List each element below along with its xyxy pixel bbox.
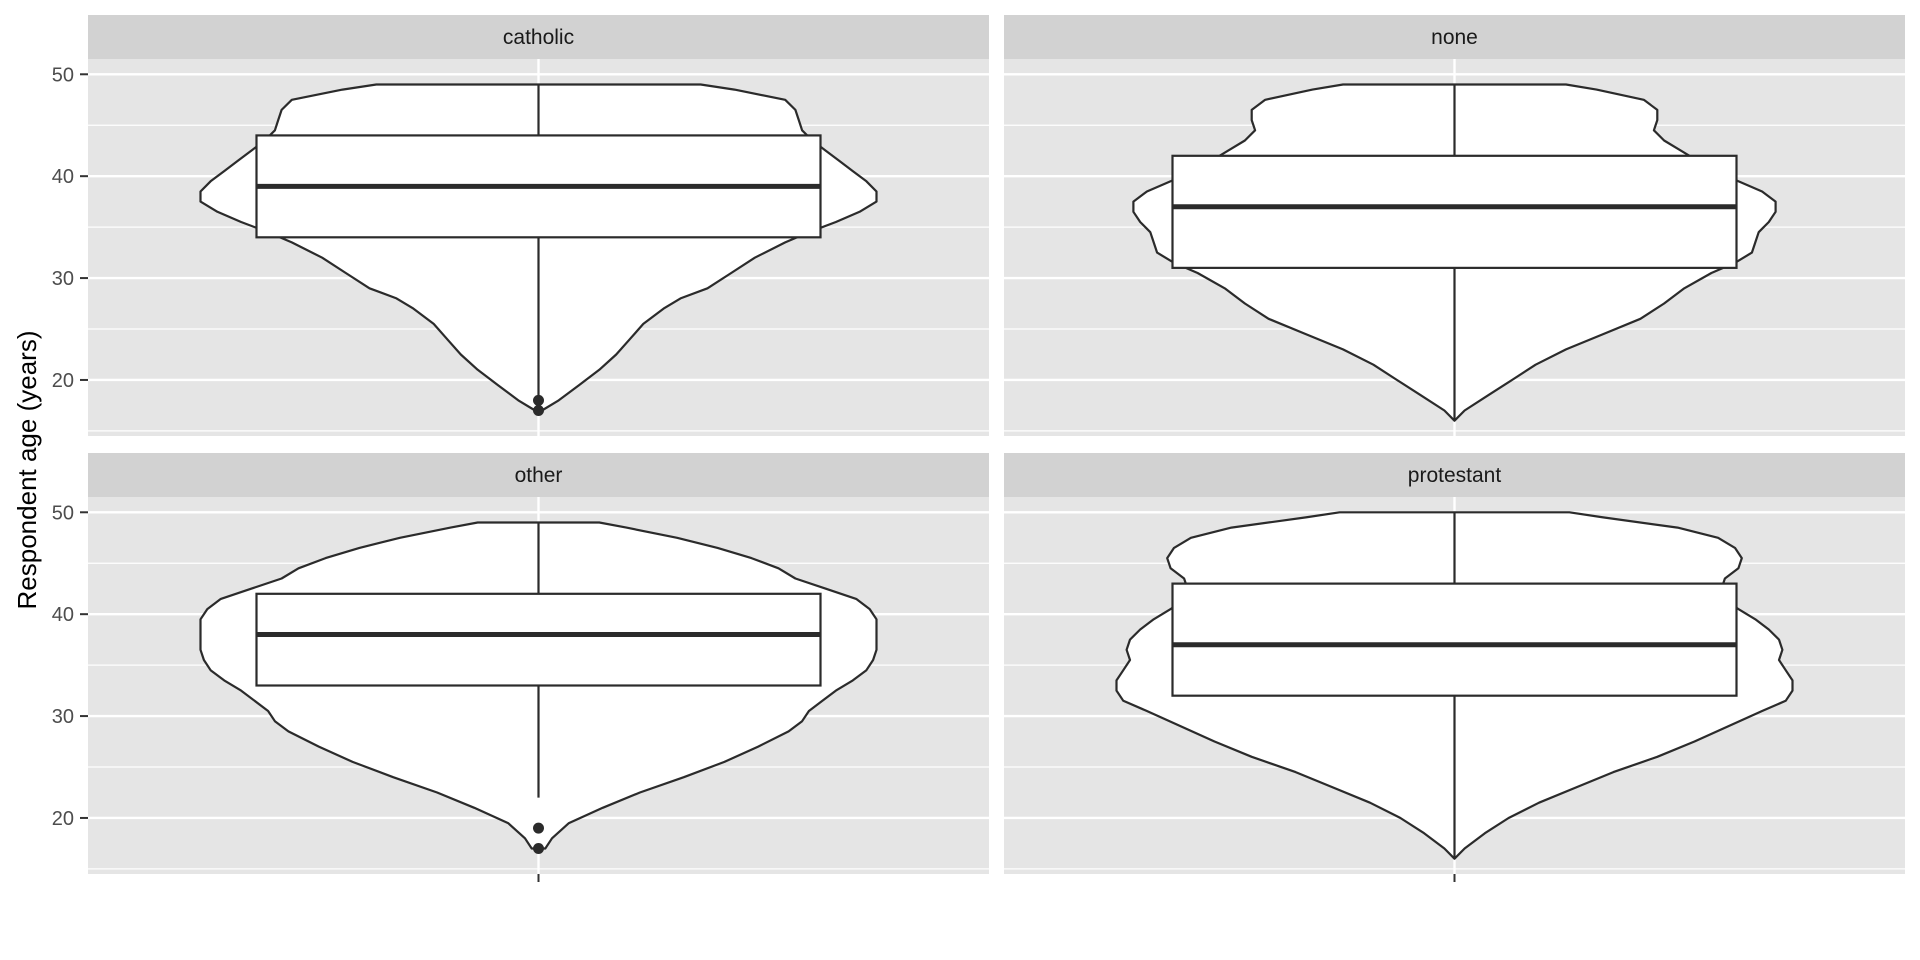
outlier-point [533, 822, 544, 834]
y-axis-title: Respondent age (years) [12, 331, 42, 610]
outlier-point [533, 405, 544, 417]
box-iqr [255, 592, 822, 687]
facet-label: none [1431, 26, 1478, 49]
panel-protestant: protestant [1004, 453, 1905, 882]
panel-catholic: catholic 20 30 40 50 [52, 15, 989, 436]
facet-strip [1004, 15, 1905, 59]
facet-strip [88, 15, 989, 59]
outlier-point [533, 394, 544, 406]
y-tick-label: 50 [52, 64, 74, 86]
box-iqr [1171, 582, 1738, 697]
y-tick-label: 20 [52, 808, 74, 830]
panel-none: none [1004, 15, 1905, 436]
facet-label: catholic [503, 26, 574, 49]
facet-strip [1004, 453, 1905, 497]
panel-other: other 20 30 40 50 [52, 453, 989, 882]
outlier-point [533, 843, 544, 855]
y-tick-label: 50 [52, 502, 74, 524]
y-tick-label: 40 [52, 604, 74, 626]
facet-panels: catholic 20 30 40 50 none other 20 30 40 50 protest… [52, 15, 1905, 882]
facet-label: other [515, 464, 563, 487]
y-tick-label: 30 [52, 268, 74, 290]
box-iqr [1171, 154, 1738, 269]
y-tick-label: 30 [52, 706, 74, 728]
facet-strip [88, 453, 989, 497]
facet-label: protestant [1408, 464, 1502, 487]
y-tick-label: 20 [52, 370, 74, 392]
y-tick-label: 40 [52, 166, 74, 188]
